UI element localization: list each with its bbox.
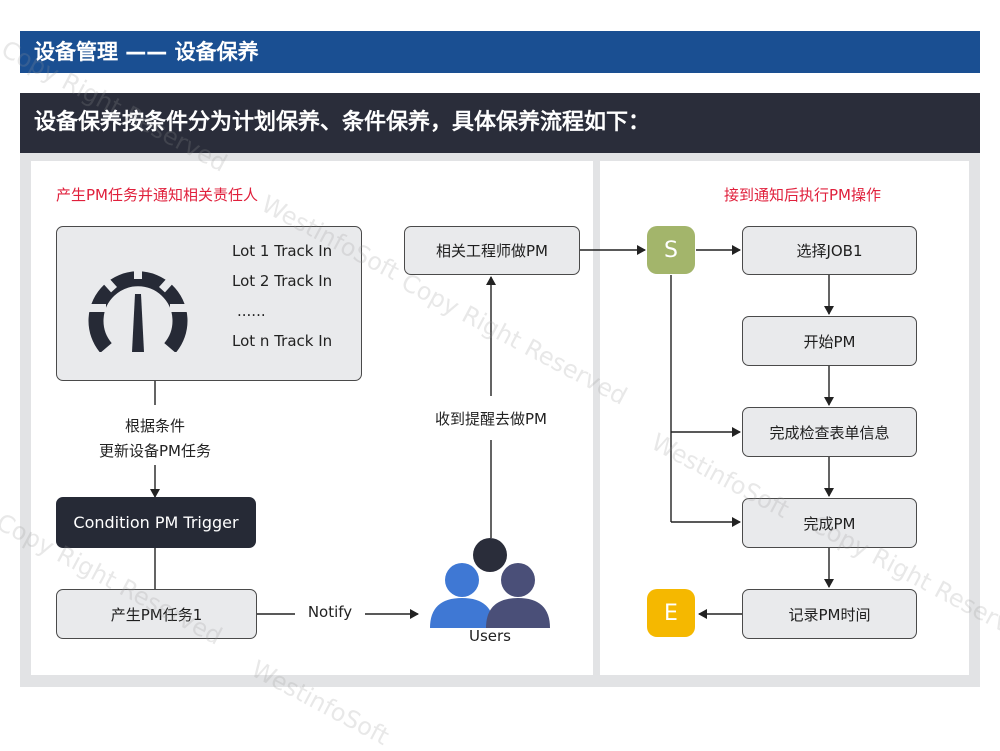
track-line-ellipsis: ......	[237, 302, 266, 320]
track-line-2: Lot 2 Track In	[232, 272, 333, 290]
notify-label: Notify	[295, 603, 365, 621]
generate-pm-task-box: 产生PM任务1	[56, 589, 257, 639]
page-subtitle: 设备保养按条件分为计划保养、条件保养，具体保养流程如下：	[20, 93, 980, 153]
track-line-n: Lot n Track In	[232, 332, 333, 350]
track-line-1: Lot 1 Track In	[232, 242, 333, 260]
step-complete-checklist: 完成检查表单信息	[742, 407, 917, 457]
step-record-pm-time: 记录PM时间	[742, 589, 917, 639]
start-node: S	[647, 226, 695, 274]
step-start-pm: 开始PM	[742, 316, 917, 366]
users-icon	[430, 538, 550, 628]
right-panel-heading: 接到通知后执行PM操作	[724, 186, 881, 204]
condition-label-1: 根据条件	[124, 417, 185, 435]
condition-label-2: 更新设备PM任务	[99, 442, 211, 460]
page-title: 设备管理 —— 设备保养	[20, 31, 980, 73]
condition-pm-trigger: Condition PM Trigger	[56, 497, 256, 548]
track-in-box: Lot 1 Track In Lot 2 Track In ...... Lot…	[56, 226, 362, 381]
step-select-job: 选择JOB1	[742, 226, 917, 275]
gauge-icon	[88, 261, 188, 352]
receive-reminder-label: 收到提醒去做PM	[411, 408, 571, 429]
end-node: E	[647, 589, 695, 637]
step-complete-pm: 完成PM	[742, 498, 917, 548]
left-panel-heading: 产生PM任务并通知相关责任人	[56, 186, 258, 204]
users-label: Users	[468, 627, 511, 645]
engineer-pm-box: 相关工程师做PM	[404, 226, 580, 275]
